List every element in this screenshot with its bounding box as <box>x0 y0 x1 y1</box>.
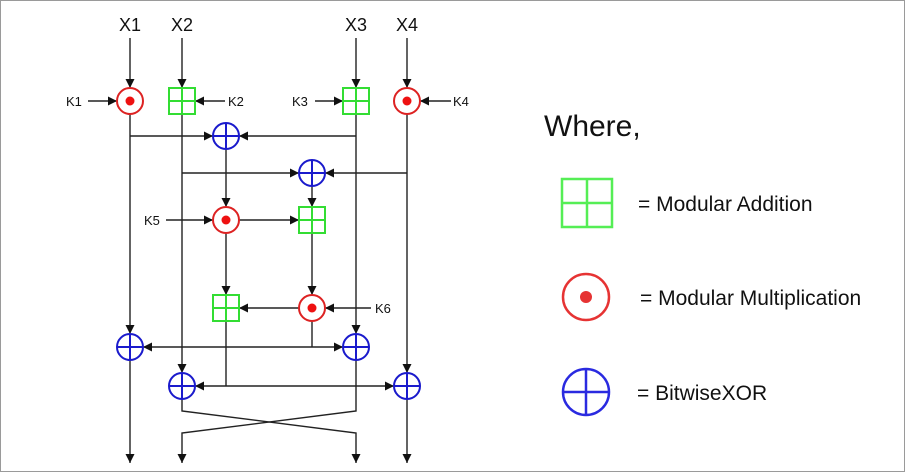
input-label-x2: X2 <box>171 15 193 35</box>
key-label-k5: K5 <box>144 213 160 228</box>
mult-k6 <box>298 294 326 322</box>
input-label-x4: X4 <box>396 15 418 35</box>
mult-k5 <box>212 206 240 234</box>
legend-title: Where, <box>544 110 641 143</box>
wire-out-cross-b <box>177 360 357 463</box>
wires <box>88 38 451 463</box>
key-label-k6: K6 <box>375 301 391 316</box>
xor-1 <box>212 122 240 150</box>
legend-label-multiplication: = Modular Multiplication <box>640 287 861 310</box>
xor-2 <box>298 159 326 187</box>
key-label-k3: K3 <box>292 94 308 109</box>
key-label-k4: K4 <box>453 94 469 109</box>
xor-6 <box>393 372 421 400</box>
legend-xor-icon <box>561 367 611 417</box>
add-ma-2 <box>212 294 240 322</box>
operations <box>116 87 421 400</box>
input-label-x1: X1 <box>119 15 141 35</box>
xor-4 <box>342 333 370 361</box>
input-label-x3: X3 <box>345 15 367 35</box>
legend-label-xor: = BitwiseXOR <box>637 382 767 405</box>
legend-multiplication-icon <box>561 272 611 322</box>
mult-k1 <box>116 87 144 115</box>
legend-label-addition: = Modular Addition <box>638 193 813 216</box>
wire-out-cross-a <box>181 399 361 463</box>
add-k2 <box>168 87 196 115</box>
key-label-k1: K1 <box>66 94 82 109</box>
legend-addition-icon <box>560 177 614 229</box>
add-ma-1 <box>298 206 326 234</box>
xor-5 <box>168 372 196 400</box>
add-k3 <box>342 87 370 115</box>
xor-3 <box>116 333 144 361</box>
mult-k4 <box>393 87 421 115</box>
key-label-k2: K2 <box>228 94 244 109</box>
